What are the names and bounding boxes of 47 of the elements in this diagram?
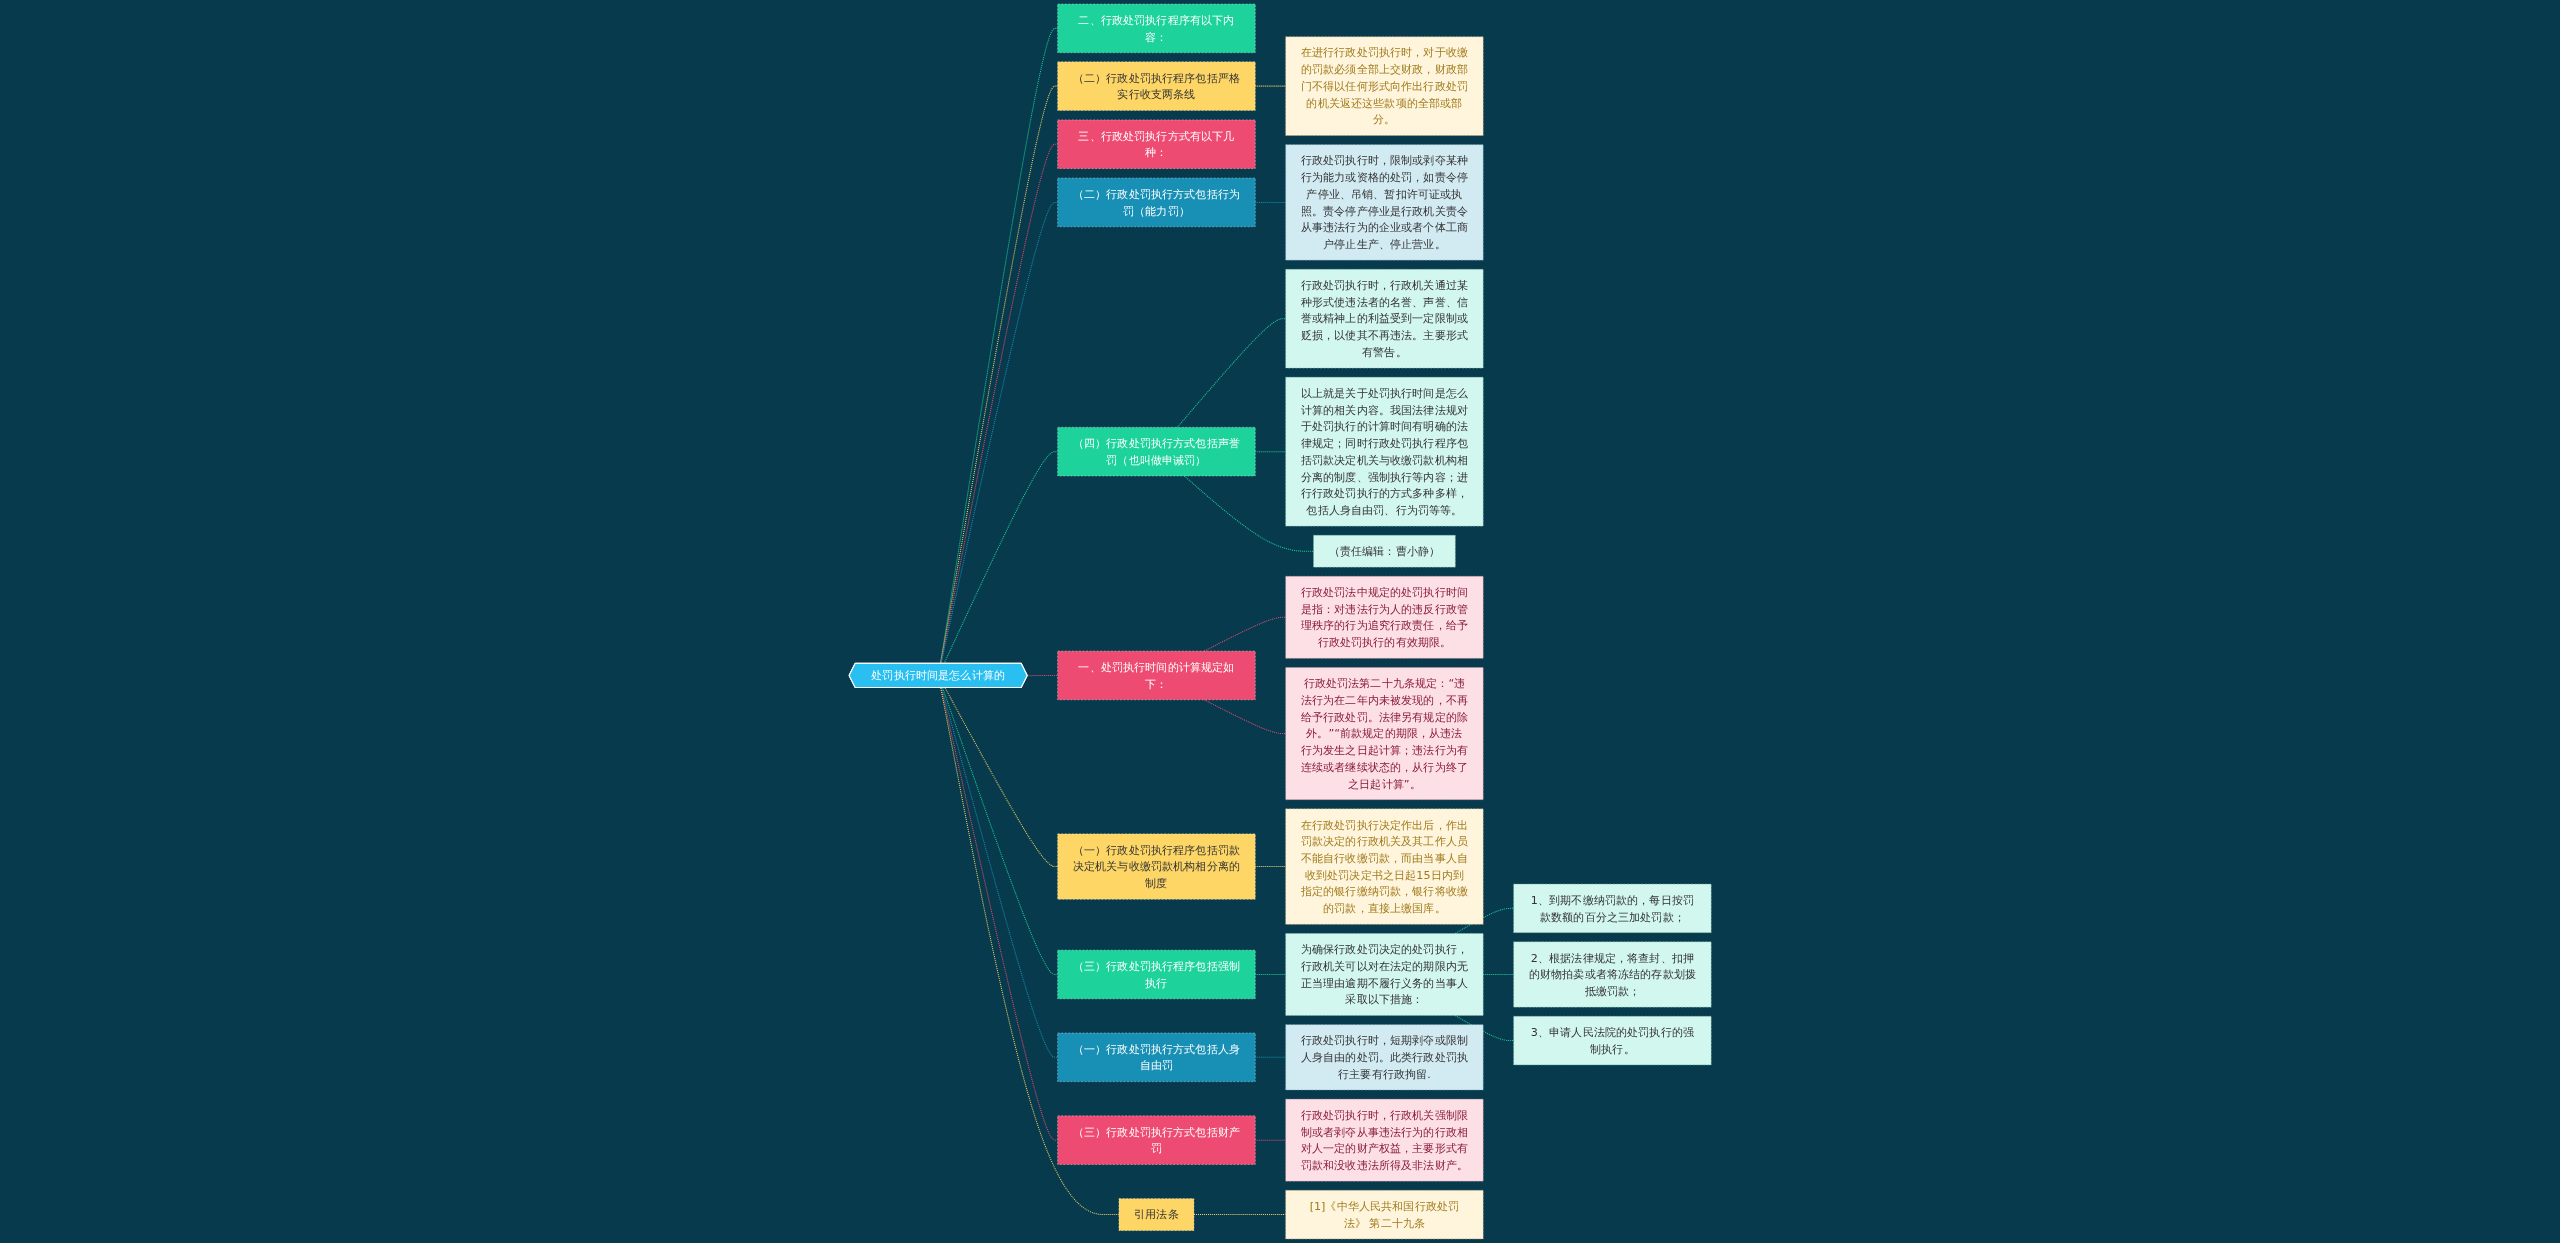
connector [1254,866,1286,868]
node-box: 在进行行政处罚执行时，对于收缴的罚款必须全部上交财政，财政部门不得以任何形式向作出行政处罚的机关返还这些款项的全部或部分。 [1285,36,1484,136]
node-box: （二）行政处罚执行程序包括严格实行收支两条线 [1057,61,1256,111]
node-box: 1、到期不缴纳罚款的，每日按罚款数额的百分之三加处罚款； [1513,883,1712,933]
node-box: 行政处罚法中规定的处罚执行时间是指：对违法行为人的违反行政管理秩序的行为追究行政责任，给予行政处罚执行的有效期限。 [1285,576,1484,659]
connector [1176,318,1286,428]
connector [1254,1139,1286,1141]
connector [1254,85,1286,87]
connector [940,687,1059,1141]
connector [944,687,1059,868]
node-box: （责任编辑：曹小静） [1313,535,1456,568]
connector [1482,973,1514,975]
connector [1183,475,1314,552]
node-box: 行政处罚执行时，行政机关强制限制或者剥夺从事违法行为的行政相对人一定的财产权益，主要形式有罚款和没收违法所得及非法财产。 [1285,1098,1484,1182]
node-box: 行政处罚执行时，短期剥夺或限制人身自由的处罚。此类行政处罚执行主要有行政拘留. [1285,1024,1484,1091]
connector [942,687,1059,975]
connector [1203,699,1286,735]
node-box: （一）行政处罚执行方式包括人身自由罚 [1057,1032,1256,1082]
connector [1254,201,1286,203]
connector [1254,973,1286,975]
node-box: 行政处罚法第二十九条规定：“违法行为在二年内未被发现的，不再给予行政处罚。法律另有规定的除外。”“前款规定的期限，从违法行为发生之日起计算；违法行为有连续或者继续状态的，从行为终了之日起计算”。 [1285,667,1484,800]
connector [1454,907,1514,934]
node-box: （四）行政处罚执行方式包括声誉罚（也叫做申诫罚） [1057,427,1256,477]
node-box: [1]《中华人民共和国行政处罚法》 第二十九条 [1285,1190,1484,1240]
connector [943,451,1059,665]
node-box: 行政处罚执行时，行政机关通过某种形式使违法者的名誉、声誉、信誉或精神上的利益受到一定限制或贬损，以使其不再违法。主要形式有警告。 [1285,269,1484,369]
connector [1026,674,1059,677]
node-box: （一）行政处罚执行程序包括罚款决定机关与收缴罚款机构相分离的制度 [1057,833,1256,900]
node-box: 一、处罚执行时间的计算规定如下： [1057,650,1256,700]
node-box: 行政处罚执行时，限制或剥夺某种行为能力或资格的处罚，如责令停产停业、吊销、暂扣许可证或执照。责令停产停业是行政机关责令从事违法行为的企业或者个体工商户停止生产、停止营业。 [1285,144,1484,261]
node-box: 三、行政处罚执行方式有以下几种： [1057,119,1256,169]
connector [941,687,1059,1058]
connector [1203,616,1286,652]
node-box: 为确保行政处罚决定的处罚执行，行政机关可以对在法定的期限内无正当理由逾期不履行义务的当事人采取以下措施： [1285,933,1484,1016]
node-box: 二、行政处罚执行程序有以下内容： [1057,3,1256,53]
connector [1254,451,1286,453]
connector [1193,1214,1286,1216]
node-box: 3、申请人民法院的处罚执行的强制执行。 [1513,1016,1712,1066]
node-box: 2、根据法律规定，将查封、扣押的财物拍卖或者将冻结的存款划拨抵缴罚款； [1513,941,1712,1008]
connector [1254,1056,1286,1058]
node-box: （三）行政处罚执行方式包括财产罚 [1057,1115,1256,1165]
node-box: 引用法条 [1118,1198,1195,1231]
node-box: （二）行政处罚执行方式包括行为罚（能力罚） [1057,177,1256,227]
node-box: （三）行政处罚执行程序包括强制执行 [1057,949,1256,1000]
node-box: 在行政处罚执行决定作出后，作出罚款决定的行政机关及其工作人员不能自行收缴罚款，而由当事人自收到处罚决定书之日起15日内到指定的银行缴纳罚款，银行将收缴的罚款，直接上缴国库。 [1285,808,1484,925]
connector [1454,1015,1514,1042]
node-box: 以上就是关于处罚执行时间是怎么计算的相关内容。我国法律法规对于处罚执行的计算时间有明确的法律规定；同时行政处罚执行程序包括罚款决定机关与收缴罚款机构相分离的制度、强制执行等内容；进行行政处罚执行的方式多种多样，包括人身自由罚、行为罚等等。 [1285,376,1484,527]
